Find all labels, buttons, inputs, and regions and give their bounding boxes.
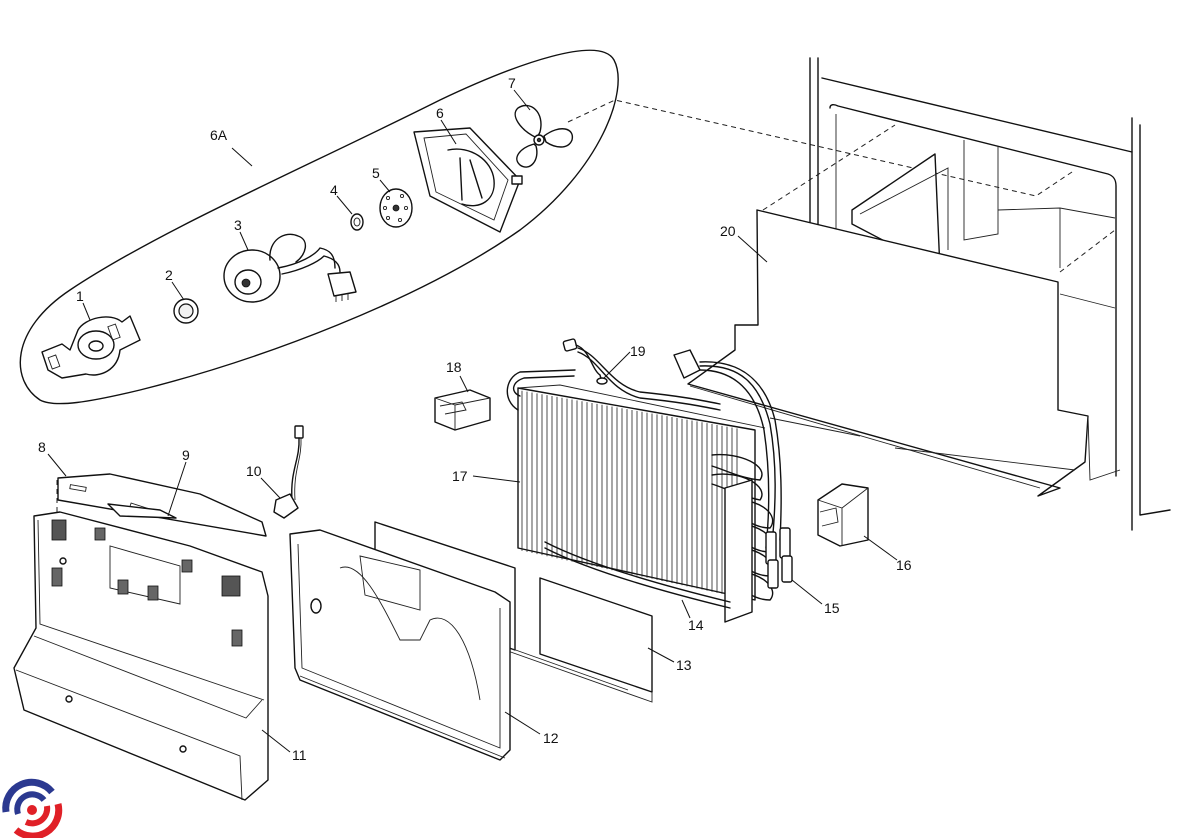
part-16-foam-block[interactable]	[817, 483, 869, 547]
part-9-seal-strip[interactable]	[107, 503, 177, 519]
part-3-fan-motor[interactable]	[223, 233, 357, 303]
assembly-guide-lines	[56, 99, 1116, 520]
callout-2[interactable]: 2	[165, 267, 173, 283]
callout-17[interactable]: 17	[452, 468, 468, 484]
part-15-wire-harness[interactable]	[673, 349, 793, 589]
part-14-defrost-heater[interactable]	[544, 541, 731, 609]
callout-15[interactable]: 15	[824, 600, 840, 616]
callout-1[interactable]: 1	[76, 288, 84, 304]
part-17-evaporator[interactable]	[506, 369, 774, 623]
part-19-defrost-thermostat[interactable]	[562, 338, 721, 411]
callout-labels: 6A 1 2 3 4 5 6 7 20 18 19 17 8 9 10 11 1…	[38, 75, 912, 763]
callout-6A[interactable]: 6A	[210, 127, 228, 143]
callout-10[interactable]: 10	[246, 463, 262, 479]
part-20-evaporator-cover[interactable]	[687, 209, 1121, 497]
callout-19[interactable]: 19	[630, 343, 646, 359]
callout-13[interactable]: 13	[676, 657, 692, 673]
callout-4[interactable]: 4	[330, 182, 338, 198]
callout-11[interactable]: 11	[292, 747, 307, 763]
brand-logo	[2, 778, 63, 838]
fan-assembly-group-outline	[19, 49, 619, 405]
part-5-hub-plate[interactable]	[379, 188, 413, 228]
callout-7[interactable]: 7	[508, 75, 516, 91]
callout-3[interactable]: 3	[234, 217, 242, 233]
callout-14[interactable]: 14	[688, 617, 704, 633]
part-7-fan-blade[interactable]	[514, 104, 574, 168]
callout-9[interactable]: 9	[182, 447, 190, 463]
part-18-foam-block[interactable]	[434, 389, 491, 431]
callout-20[interactable]: 20	[720, 223, 736, 239]
part-10-sensor[interactable]	[273, 425, 304, 519]
part-8-top-cover-strip[interactable]	[57, 473, 267, 537]
callout-6[interactable]: 6	[436, 105, 444, 121]
callout-5[interactable]: 5	[372, 165, 380, 181]
callout-16[interactable]: 16	[896, 557, 912, 573]
part-11-evaporator-front-cover[interactable]	[13, 511, 269, 801]
callout-18[interactable]: 18	[446, 359, 462, 375]
callout-8[interactable]: 8	[38, 439, 46, 455]
evaporator-fins	[521, 390, 738, 598]
part-12-back-panel-insulation[interactable]	[289, 529, 511, 761]
leader-lines	[47, 89, 898, 753]
part-1-motor-mount[interactable]	[41, 315, 141, 379]
callout-12[interactable]: 12	[543, 730, 559, 746]
part-2-grommet[interactable]	[173, 298, 199, 324]
part-6-fan-bracket[interactable]	[413, 127, 523, 233]
part-4-washer[interactable]	[350, 213, 364, 231]
vent-slots	[51, 519, 243, 647]
